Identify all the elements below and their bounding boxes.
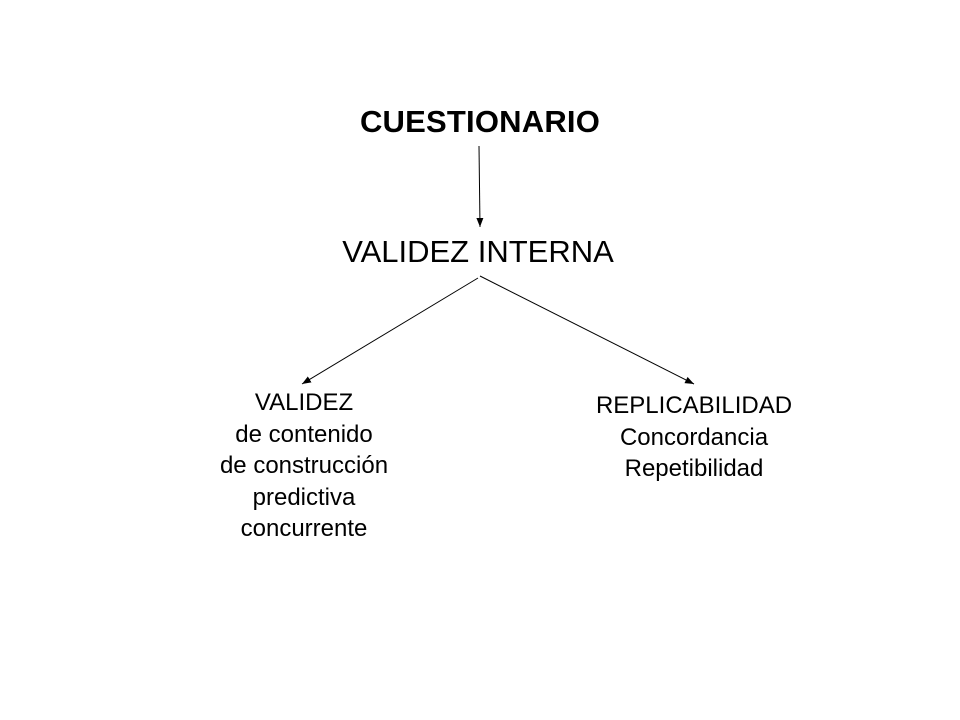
node-validez-line: de construcción xyxy=(219,452,389,479)
node-replicabilidad-line: Repetibilidad xyxy=(624,455,764,482)
edge-middle-to-right xyxy=(479,275,695,385)
node-validez-line: concurrente xyxy=(240,515,368,542)
node-cuestionario: CUESTIONARIO xyxy=(360,104,600,140)
node-validez-line: VALIDEZ xyxy=(254,389,354,416)
node-validez-line: de contenido xyxy=(235,420,373,448)
edge-root-to-middle xyxy=(476,145,484,228)
node-replicabilidad-line: REPLICABILIDAD xyxy=(595,392,793,419)
node-validez: VALIDEZ de contenido de construcción pre… xyxy=(220,387,388,545)
node-validez-line: predictiva xyxy=(252,483,356,511)
edge-middle-to-left xyxy=(301,277,479,385)
node-replicabilidad: REPLICABILIDAD Concordancia Repetibilida… xyxy=(596,390,792,485)
node-validez-interna: VALIDEZ INTERNA xyxy=(342,234,614,270)
node-cuestionario-label: CUESTIONARIO xyxy=(359,104,601,139)
node-replicabilidad-line: Concordancia xyxy=(619,423,769,451)
node-validez-interna-label: VALIDEZ INTERNA xyxy=(342,234,614,269)
